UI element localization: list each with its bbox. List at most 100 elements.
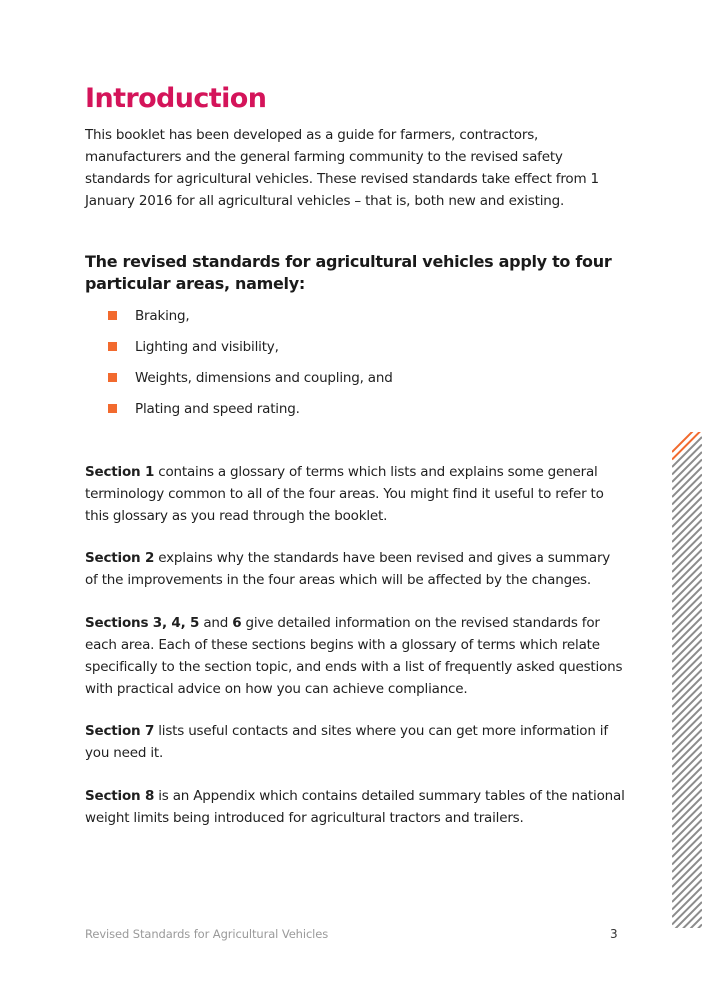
stripe-line bbox=[672, 496, 702, 528]
stripe-line bbox=[672, 646, 702, 678]
section-text: explains why the standards have been rev… bbox=[85, 550, 611, 588]
stripe-line bbox=[672, 826, 702, 858]
stripe-line bbox=[672, 661, 702, 693]
stripe-line bbox=[672, 458, 702, 491]
stripe-line bbox=[672, 848, 702, 881]
stripe-line bbox=[672, 818, 702, 851]
stripe-line bbox=[672, 638, 702, 671]
stripe-line bbox=[672, 616, 702, 648]
section-label: 6 bbox=[232, 615, 242, 631]
stripe-line bbox=[672, 571, 702, 603]
stripe-line bbox=[672, 871, 702, 903]
stripe-line bbox=[672, 653, 702, 686]
list-item-text: Braking, bbox=[135, 308, 190, 324]
stripe-line bbox=[672, 856, 702, 888]
stripe-line bbox=[672, 518, 702, 551]
list-item: Braking, bbox=[108, 306, 393, 337]
section-label: Section 1 bbox=[85, 464, 155, 480]
list-item: Weights, dimensions and coupling, and bbox=[108, 368, 393, 399]
areas-list: Braking, Lighting and visibility, Weight… bbox=[108, 306, 393, 430]
list-item-text: Weights, dimensions and coupling, and bbox=[135, 370, 393, 386]
list-item-text: Plating and speed rating. bbox=[135, 401, 300, 417]
stripe-line bbox=[672, 833, 702, 866]
stripe-line bbox=[672, 863, 702, 896]
section-7-paragraph: Section 7 lists useful contacts and site… bbox=[85, 720, 625, 764]
sections-3-6-paragraph: Sections 3, 4, 5 and 6 give detailed inf… bbox=[85, 612, 625, 700]
diagonal-stripes-decoration bbox=[672, 432, 702, 928]
stripe-line bbox=[672, 432, 701, 461]
intro-paragraph: This booklet has been developed as a gui… bbox=[85, 127, 599, 209]
stripe-line bbox=[672, 751, 702, 783]
stripe-line bbox=[672, 473, 702, 506]
stripe-line bbox=[672, 841, 702, 873]
stripe-line bbox=[672, 481, 702, 513]
stripe-line bbox=[672, 811, 702, 843]
stripe-line bbox=[672, 436, 702, 468]
stripe-line bbox=[672, 691, 702, 723]
stripe-line bbox=[672, 601, 702, 633]
list-item-text: Lighting and visibility, bbox=[135, 339, 279, 355]
stripe-line bbox=[672, 743, 702, 776]
stripe-line bbox=[672, 443, 702, 476]
stripe-line bbox=[672, 721, 702, 753]
stripe-line bbox=[672, 781, 702, 813]
stripe-line bbox=[672, 766, 702, 798]
stripe-line bbox=[672, 713, 702, 746]
stripe-line bbox=[672, 631, 702, 663]
stripe-line bbox=[672, 736, 702, 768]
stripe-line bbox=[672, 533, 702, 566]
stripe-line bbox=[672, 623, 702, 656]
stripe-line bbox=[672, 788, 702, 821]
stripe-line bbox=[674, 901, 702, 928]
stripe-line bbox=[672, 773, 702, 806]
section-1-paragraph: Section 1 contains a glossary of terms w… bbox=[85, 461, 625, 527]
stripe-line bbox=[672, 511, 702, 543]
section-text: is an Appendix which contains detailed s… bbox=[85, 788, 625, 826]
stripe-line bbox=[672, 796, 702, 828]
stripe-line bbox=[672, 578, 702, 611]
stripe-line bbox=[672, 548, 702, 581]
stripe-line bbox=[672, 503, 702, 536]
section-8-paragraph: Section 8 is an Appendix which contains … bbox=[85, 785, 625, 829]
stripe-line bbox=[672, 698, 702, 731]
stripe-line bbox=[672, 432, 694, 453]
stripe-line bbox=[672, 488, 702, 521]
stripe-line bbox=[672, 608, 702, 641]
stripe-line bbox=[672, 893, 702, 926]
stripe-line bbox=[672, 451, 702, 483]
stripe-line bbox=[672, 541, 702, 573]
stripe-line bbox=[682, 908, 702, 928]
section-connector: and bbox=[199, 615, 233, 631]
stripe-line bbox=[672, 526, 702, 558]
bullet-square-icon bbox=[108, 311, 117, 320]
page-number: 3 bbox=[610, 927, 618, 941]
stripe-line bbox=[672, 668, 702, 701]
footer-title: Revised Standards for Agricultural Vehic… bbox=[85, 927, 329, 941]
stripe-line bbox=[672, 556, 702, 588]
section-text: contains a glossary of terms which lists… bbox=[85, 464, 604, 524]
section-label: Section 2 bbox=[85, 550, 155, 566]
bullet-square-icon bbox=[108, 373, 117, 382]
stripe-line bbox=[672, 728, 702, 761]
stripe-line bbox=[672, 586, 702, 618]
stripe-line bbox=[672, 706, 702, 738]
bullet-square-icon bbox=[108, 342, 117, 351]
stripe-line bbox=[672, 563, 702, 596]
list-item: Lighting and visibility, bbox=[108, 337, 393, 368]
stripe-line bbox=[672, 803, 702, 836]
section-text: give detailed information on the revised… bbox=[85, 615, 623, 697]
stripe-line bbox=[672, 593, 702, 626]
section-label: Sections 3, 4, 5 bbox=[85, 615, 200, 631]
stripe-line bbox=[672, 676, 702, 708]
stripe-line bbox=[672, 758, 702, 791]
stripe-line bbox=[672, 878, 702, 911]
page-title: Introduction bbox=[85, 83, 267, 114]
stripe-line bbox=[689, 916, 702, 928]
section-2-paragraph: Section 2 explains why the standards hav… bbox=[85, 547, 625, 591]
section-label: Section 8 bbox=[85, 788, 155, 804]
section-label: Section 7 bbox=[85, 723, 155, 739]
stripe-line bbox=[672, 886, 702, 918]
bullet-square-icon bbox=[108, 404, 117, 413]
list-item: Plating and speed rating. bbox=[108, 399, 393, 430]
